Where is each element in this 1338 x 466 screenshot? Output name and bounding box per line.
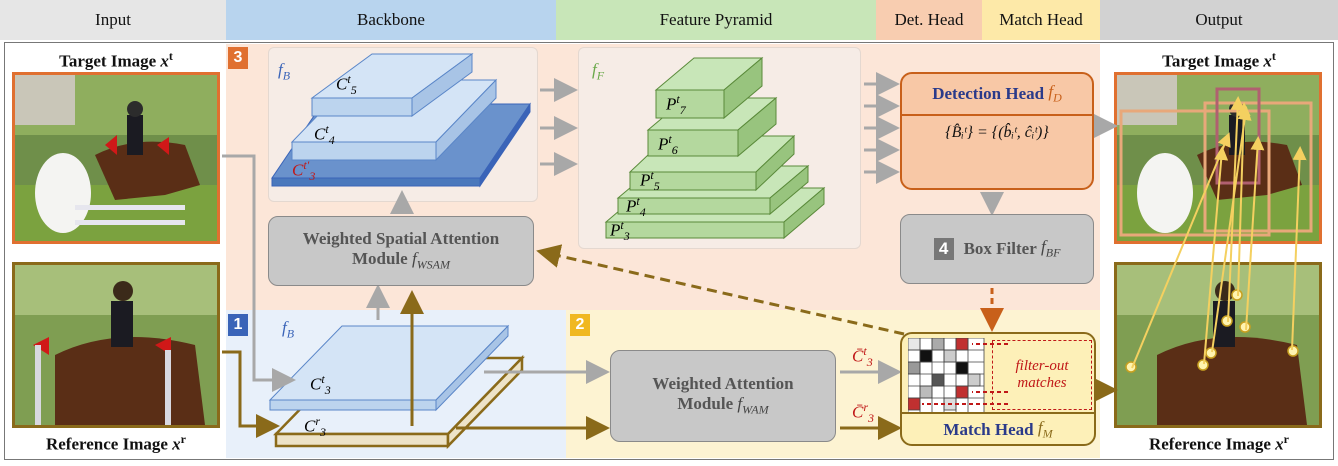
- p6-label: Pt6: [658, 132, 678, 158]
- backbone-c5-slab: [310, 53, 474, 117]
- match-head: filter-out matches Match Head fM: [900, 332, 1096, 446]
- diagram-frame: [4, 42, 1334, 460]
- pyramid-p7-slab: [654, 56, 764, 120]
- detection-head: Detection Head fD {B̂ᵢᵗ} = {(b̂ᵢᵗ, ĉᵢᵗ)}: [900, 72, 1094, 190]
- pyramid-p6-slab: [646, 96, 778, 158]
- p3-label: Pt3: [610, 218, 630, 244]
- header-backbone: Backbone: [226, 0, 556, 40]
- c5-label: Ct5: [336, 72, 357, 98]
- ff-label: fF: [592, 60, 605, 83]
- p4-label: Pt4: [626, 194, 646, 220]
- reference-output-caption: Reference Image xr: [1148, 432, 1289, 454]
- wsam-module: Weighted Spatial Attention Module fWSAM: [268, 216, 534, 286]
- target-input-caption: Target Image xt: [59, 49, 173, 71]
- dashed-match-feedback-arrow: [536, 244, 905, 336]
- reference-flow-arrows: [222, 290, 1118, 440]
- c3t-label: Ct3: [310, 372, 331, 398]
- header-input: Input: [0, 0, 226, 40]
- horse-rider-matches-icon: [1117, 265, 1319, 425]
- p5-label: Pt5: [640, 168, 660, 194]
- box-filter: 4 Box Filter fBF: [900, 214, 1094, 284]
- c3-prime-label: Ct′3: [292, 158, 316, 184]
- cbar3t-label: C̄t3: [852, 344, 873, 370]
- cbar3r-label: C̄r3: [852, 400, 875, 426]
- target-output-caption: Target Image xt: [1162, 49, 1276, 71]
- header-output: Output: [1100, 0, 1338, 40]
- reference-image-output: [1114, 262, 1322, 428]
- target-image-input: [12, 72, 220, 244]
- filter-out-note: filter-out matches: [992, 340, 1092, 410]
- match-lines: [1131, 96, 1307, 369]
- fb-bottom-label: fB: [282, 318, 295, 341]
- reference-image-input: [12, 262, 220, 428]
- fb-top-label: fB: [278, 60, 291, 83]
- detection-formula: {B̂ᵢᵗ} = {(b̂ᵢᵗ, ĉᵢᵗ)}: [945, 124, 1049, 141]
- horse-jump-photo-icon: [15, 75, 217, 241]
- wam-module: Weighted Attention Module fWAM: [610, 350, 836, 442]
- gray-flow-arrows: [222, 72, 1118, 392]
- p7-label: Pt7: [666, 92, 686, 118]
- stage2-badge: 2: [570, 314, 590, 336]
- c3r-label: Cr3: [304, 414, 327, 440]
- match-matrix-icon: [908, 338, 1008, 414]
- stage3-badge: 3: [228, 47, 248, 69]
- header-feature-pyramid: Feature Pyramid: [556, 0, 876, 40]
- backbone-c3t-slab: [268, 324, 510, 412]
- c4-label: Ct4: [314, 122, 335, 148]
- horse-rider-photo-icon: [15, 265, 217, 425]
- header-match-head: Match Head: [982, 0, 1100, 40]
- stage4-badge: 4: [933, 238, 954, 260]
- reference-input-caption: Reference Image xr: [45, 432, 186, 454]
- stage1-badge: 1: [228, 314, 248, 336]
- header-det-head: Det. Head: [876, 0, 982, 40]
